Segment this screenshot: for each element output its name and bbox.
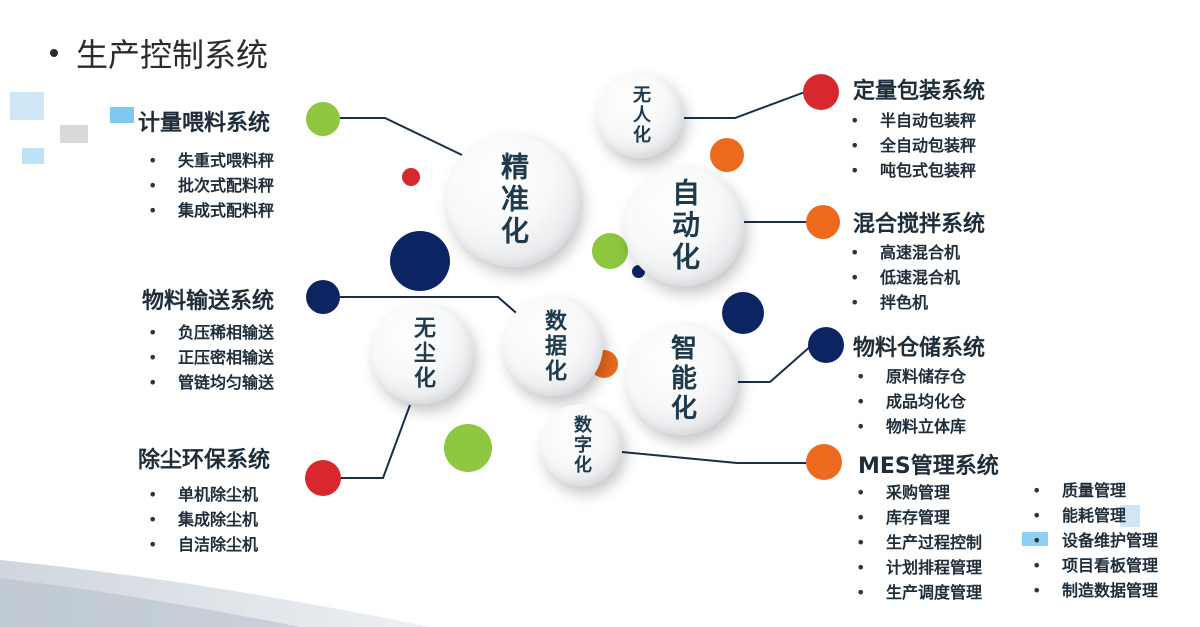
list-item: 负压稀相输送: [148, 320, 274, 345]
bubble-data-label: 数据化: [541, 308, 566, 384]
list-item: 失重式喂料秤: [148, 148, 274, 173]
decor-square-3: [22, 148, 44, 164]
list-item: 计划排程管理: [856, 555, 982, 580]
list-item: 单机除尘机: [148, 482, 258, 507]
list-item: 库存管理: [856, 505, 982, 530]
line-storage: [736, 344, 813, 383]
section-metering-title: 计量喂料系统: [138, 111, 271, 136]
line-conveying: [340, 296, 523, 319]
section-metering-list: 失重式喂料秤 批次式配料秤 集成式配料秤: [148, 148, 274, 223]
list-item: 成品均化仓: [856, 389, 966, 414]
bubble-automation: 自动化: [624, 166, 744, 286]
section-packing-title: 定量包装系统: [853, 79, 986, 104]
bubble-automation-label: 自动化: [668, 178, 701, 274]
list-item: 半自动包装秤: [850, 108, 976, 133]
list-item: 正压密相输送: [148, 345, 274, 370]
dot-navy-right: [722, 292, 764, 334]
section-dust-title: 除尘环保系统: [138, 448, 271, 473]
bubble-smart: 智能化: [626, 323, 738, 435]
list-item: 采购管理: [856, 480, 982, 505]
dot-green-mid: [592, 233, 628, 269]
bubble-dustfree: 无尘化: [371, 302, 473, 404]
line-metering: [340, 117, 463, 156]
bubble-precise-label: 精准化: [497, 152, 530, 248]
list-item: 能耗管理: [1032, 503, 1158, 528]
section-mes-list-right: 质量管理 能耗管理 设备维护管理 项目看板管理 制造数据管理: [1032, 478, 1158, 603]
list-item: 质量管理: [1032, 478, 1158, 503]
dot-orange-mes: [806, 444, 842, 480]
list-item: 集成除尘机: [148, 507, 258, 532]
list-item: 原料储存仓: [856, 364, 966, 389]
section-mes-title: MES管理系统: [858, 454, 999, 479]
dot-navy-large: [390, 231, 450, 291]
line-packing: [684, 91, 806, 119]
list-item: 集成式配料秤: [148, 198, 274, 223]
section-storage-list: 原料储存仓 成品均化仓 物料立体库: [856, 364, 966, 439]
bubble-data: 数据化: [503, 296, 603, 396]
section-storage-title: 物料仓储系统: [853, 336, 986, 361]
bubble-precise: 精准化: [446, 133, 580, 267]
list-item: 生产调度管理: [856, 580, 982, 605]
section-conveying-list: 负压稀相输送 正压密相输送 管链均匀输送: [148, 320, 274, 395]
bubble-dustfree-label: 无尘化: [410, 315, 435, 391]
dot-orange-top: [710, 138, 744, 172]
list-item: 物料立体库: [856, 414, 966, 439]
line-mes: [621, 451, 808, 464]
dot-red-dust: [305, 460, 341, 496]
list-item: 制造数据管理: [1032, 578, 1158, 603]
list-item: 高速混合机: [850, 240, 960, 265]
bubble-unmanned: 无人化: [597, 72, 683, 158]
page-title: 生产控制系统: [50, 30, 268, 76]
list-item: 生产过程控制: [856, 530, 982, 555]
decor-square-1: [10, 92, 44, 120]
section-mes-list-left: 采购管理 库存管理 生产过程控制 计划排程管理 生产调度管理: [856, 480, 982, 605]
dot-red-packing: [803, 74, 839, 110]
dot-green-metering: [306, 102, 340, 136]
section-mixing-list: 高速混合机 低速混合机 拌色机: [850, 240, 960, 315]
dot-navy-conveying: [306, 280, 340, 314]
dot-orange-mixing: [806, 205, 840, 239]
decor-corner-wave: [0, 560, 430, 627]
list-item: 批次式配料秤: [148, 173, 274, 198]
title-bullet: [50, 49, 58, 57]
list-item: 全自动包装秤: [850, 133, 976, 158]
bubble-unmanned-label: 无人化: [630, 85, 651, 145]
bubble-digital-label: 数字化: [571, 415, 592, 475]
dot-green-large: [444, 424, 492, 472]
list-item: 低速混合机: [850, 265, 960, 290]
line-dust: [340, 404, 411, 479]
page-title-text: 生产控制系统: [76, 36, 269, 74]
list-item: 项目看板管理: [1032, 553, 1158, 578]
section-mixing-title: 混合搅拌系统: [853, 212, 986, 237]
dot-navy-storage: [808, 327, 844, 363]
list-item: 拌色机: [850, 290, 960, 315]
decor-square-4: [110, 107, 134, 123]
section-conveying-title: 物料输送系统: [142, 289, 275, 314]
dot-red-small: [402, 168, 420, 186]
bubble-digital: 数字化: [540, 404, 622, 486]
list-item: 吨包式包装秤: [850, 158, 976, 183]
list-item: 管链均匀输送: [148, 370, 274, 395]
list-item: 设备维护管理: [1032, 528, 1158, 553]
section-dust-list: 单机除尘机 集成除尘机 自洁除尘机: [148, 482, 258, 557]
section-packing-list: 半自动包装秤 全自动包装秤 吨包式包装秤: [850, 108, 976, 183]
decor-square-2: [60, 125, 88, 143]
list-item: 自洁除尘机: [148, 532, 258, 557]
bubble-smart-label: 智能化: [666, 334, 697, 424]
